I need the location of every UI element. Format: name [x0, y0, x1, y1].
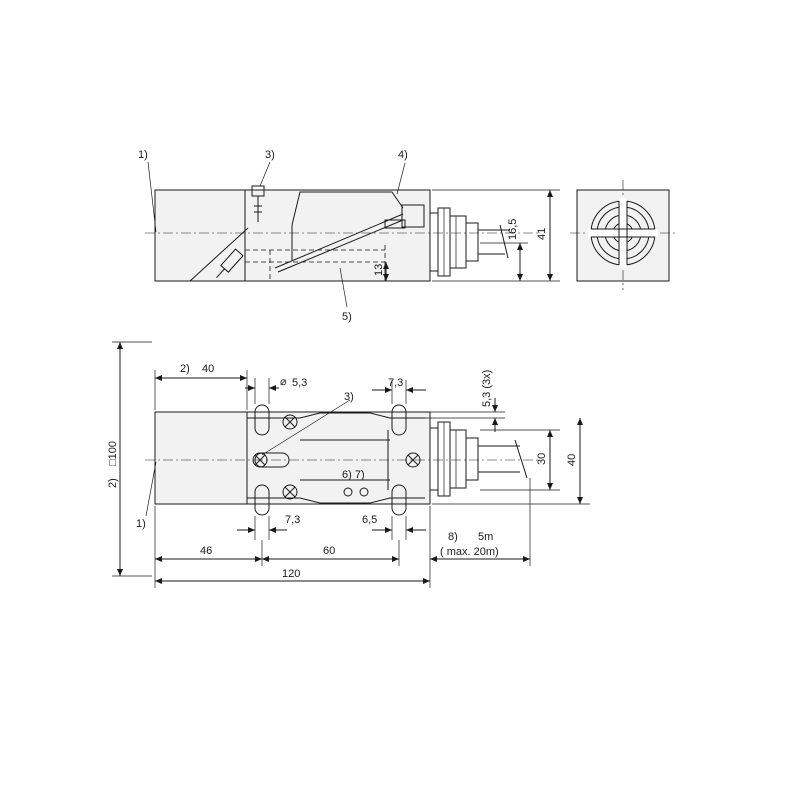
- dim-6-5: 6,5: [362, 514, 377, 526]
- dim-60: 60: [323, 545, 335, 557]
- callout-6-7: 6) 7): [342, 469, 365, 481]
- callout-8: 8): [448, 531, 458, 543]
- housing-body: [246, 411, 431, 505]
- callout-5: 5): [342, 311, 352, 323]
- callout-2-side: 2): [107, 478, 119, 488]
- dim-30: 30: [536, 453, 548, 465]
- dim-5-3-3x: 5,3 (3x): [481, 370, 493, 407]
- top-view: [112, 341, 590, 588]
- dim-100: □100: [107, 441, 119, 466]
- screw: [282, 484, 298, 500]
- dim-16-5: 16,5: [507, 219, 519, 240]
- callout-1-bottom: 1): [136, 518, 146, 530]
- callout-2-top: 2): [180, 363, 190, 375]
- side-view: [145, 161, 560, 308]
- labels: 1) 3) 4) 5) 41 16,5 13 2) 40 ⌀ 5,3 7,3 5…: [107, 149, 578, 580]
- end-view: [570, 180, 676, 290]
- callout-4: 4): [398, 149, 408, 161]
- cable-max-length: ( max. 20m): [440, 546, 499, 558]
- dim-13: 13: [373, 264, 385, 276]
- dim-40-top: 40: [202, 363, 214, 375]
- dim-41: 41: [536, 228, 548, 240]
- callout-1: 1): [138, 149, 148, 161]
- callout-3: 3): [265, 149, 275, 161]
- screw: [405, 452, 421, 468]
- dim-46: 46: [200, 545, 212, 557]
- sensing-head: [154, 411, 248, 505]
- dim-5-3: 5,3: [292, 377, 307, 389]
- diameter-symbol: ⌀: [280, 376, 287, 388]
- cable-length: 5m: [478, 531, 493, 543]
- led-indicator: [359, 487, 369, 497]
- led-indicator: [343, 487, 353, 497]
- callout-3-bottom: 3): [344, 391, 354, 403]
- screw: [282, 414, 298, 430]
- dim-7-3-top: 7,3: [388, 377, 403, 389]
- dim-40-side: 40: [566, 454, 578, 466]
- dim-120: 120: [282, 568, 300, 580]
- dim-7-3-bottom: 7,3: [285, 514, 300, 526]
